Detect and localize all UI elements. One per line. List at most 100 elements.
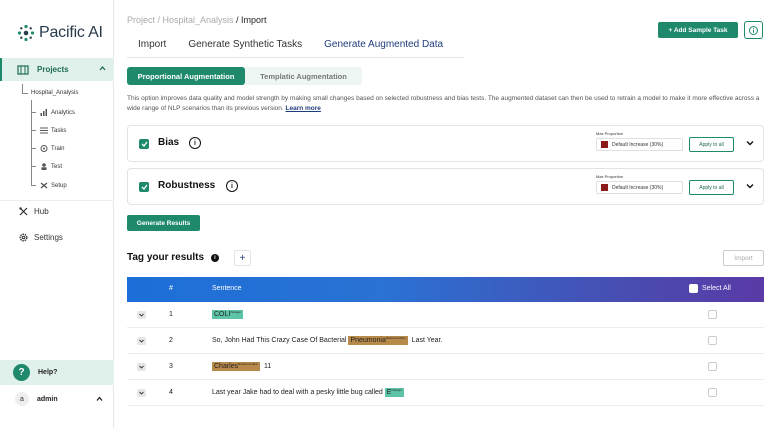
user-menu[interactable]: a admin <box>0 388 114 410</box>
learn-more-link[interactable]: Learn more <box>285 105 321 112</box>
tab-generate-synthetic-tasks[interactable]: Generate Synthetic Tasks <box>188 39 303 50</box>
plain-text: Last Year. <box>409 337 443 344</box>
project-name: Hospital_Analysis <box>31 90 79 96</box>
info-icon <box>749 25 758 35</box>
entity-label[interactable]: COLIPathogen <box>212 310 244 319</box>
tab-generate-augmented-data[interactable]: Generate Augmented Data <box>313 36 455 58</box>
add-button[interactable]: + <box>234 250 251 266</box>
chevron-up-icon[interactable] <box>99 65 106 72</box>
logo-text: Pacific AI <box>39 24 103 41</box>
entity-label[interactable]: EPathogen <box>384 388 405 397</box>
chevron-down-icon[interactable] <box>746 140 754 146</box>
info-icon[interactable]: i <box>211 254 219 262</box>
sidebar-item-setup[interactable]: Setup <box>40 182 67 189</box>
color-swatch <box>601 184 608 191</box>
info-button[interactable] <box>744 21 763 39</box>
table-row: 2 So, John Had This Crazy Case Of Bacteri… <box>127 328 764 354</box>
table-row: 3 CharlesMedical Condition 11 <box>127 354 764 380</box>
max-proportion-select[interactable]: Default Increase (30%) <box>596 138 683 151</box>
info-icon[interactable]: i <box>189 137 201 149</box>
row-checkbox[interactable] <box>708 310 717 319</box>
chevron-down-icon[interactable] <box>746 183 754 189</box>
tab-import[interactable]: Import <box>138 39 167 50</box>
entity-type: Medical Condition <box>238 363 258 366</box>
help-button[interactable]: ? Help? <box>0 360 114 385</box>
table-row: 1 COLIPathogen <box>127 302 764 328</box>
sidebar-item-project[interactable]: Hospital_Analysis <box>22 90 78 96</box>
expand-row-button[interactable] <box>137 337 146 345</box>
row-checkbox[interactable] <box>708 336 717 345</box>
sentence-text: So, John Had This Crazy Case Of Bacteria… <box>212 336 442 345</box>
generate-results-button[interactable]: Generate Results <box>127 215 200 231</box>
user-name: admin <box>37 395 58 403</box>
tree-connector <box>31 100 32 186</box>
help-label: Help? <box>38 369 58 376</box>
entity-text: E <box>386 389 392 396</box>
row-number: 2 <box>169 337 173 344</box>
tree-tick <box>31 166 36 167</box>
row-checkbox[interactable] <box>708 388 717 397</box>
select-all-label: Select All <box>702 285 731 292</box>
sidebar-item-settings[interactable]: Settings <box>19 233 63 242</box>
plain-text: Last year Jake had to deal with a pesky … <box>212 389 385 396</box>
add-sample-task-button[interactable]: + Add Sample Task <box>658 22 738 38</box>
entity-text: Pneumonia <box>350 337 386 344</box>
entity-type: Pathogen <box>391 389 403 392</box>
logo[interactable]: Pacific AI <box>17 24 103 42</box>
sentence-text: COLIPathogen <box>212 310 245 319</box>
entity-text: Charles <box>214 363 239 370</box>
projects-icon <box>17 64 29 75</box>
sidebar-item-projects[interactable]: Projects <box>0 58 114 81</box>
checkbox[interactable] <box>689 284 698 293</box>
entity-label[interactable]: PneumoniaMedical Condition <box>348 336 408 345</box>
selected-value: Default Increase (30%) <box>612 141 664 148</box>
sentence-text: Last year Jake had to deal with a pesky … <box>212 388 406 397</box>
entity-type: Medical Condition <box>385 337 406 340</box>
row-number: 1 <box>169 311 173 318</box>
sidebar-item-test[interactable]: Test <box>40 163 62 170</box>
templatic-augmentation-tab[interactable]: Templatic Augmentation <box>260 71 347 81</box>
expand-row-button[interactable] <box>137 363 146 371</box>
tab-bar: Import Generate Synthetic Tasks Generate… <box>127 36 455 58</box>
bias-checkbox[interactable] <box>139 139 149 149</box>
expand-row-button[interactable] <box>137 311 146 319</box>
sidebar-item-projects-label: Projects <box>37 65 69 74</box>
augmentation-description: This option improves data quality and mo… <box>127 94 767 114</box>
row-number: 3 <box>169 363 173 370</box>
robustness-checkbox[interactable] <box>139 182 149 192</box>
plain-text: 11 <box>262 363 272 370</box>
analytics-icon <box>40 109 47 116</box>
max-proportion-label: Max Proportion <box>596 131 624 136</box>
color-swatch <box>601 141 608 148</box>
max-proportion-select[interactable]: Default Increase (30%) <box>596 181 683 194</box>
chevron-down-icon <box>139 391 144 395</box>
sidebar-item-label: Tasks <box>51 127 67 134</box>
apply-to-all-button[interactable]: Apply to all <box>689 137 734 152</box>
expand-row-button[interactable] <box>137 389 146 397</box>
breadcrumb-path[interactable]: Project / Hospital_Analysis <box>127 15 234 25</box>
tree-tick <box>31 148 36 149</box>
row-number: 4 <box>169 389 173 396</box>
check-icon <box>141 141 148 147</box>
breadcrumb-current: / Import <box>233 15 267 25</box>
proportional-augmentation-tab[interactable]: Proportional Augmentation <box>127 67 245 85</box>
tree-tick <box>31 185 36 186</box>
results-table-header: # Sentence Select All <box>127 277 764 302</box>
info-icon[interactable]: i <box>226 180 238 192</box>
entity-type: Pathogen <box>230 311 242 314</box>
import-button[interactable]: Import <box>723 250 764 266</box>
sidebar-item-label: Test <box>51 163 63 170</box>
entity-label[interactable]: CharlesMedical Condition <box>212 362 260 371</box>
sidebar-item-hub[interactable]: Hub <box>19 207 49 216</box>
train-icon <box>40 145 48 152</box>
row-checkbox[interactable] <box>708 362 717 371</box>
sidebar-item-train[interactable]: Train <box>40 145 64 152</box>
sidebar-item-tasks[interactable]: Tasks <box>40 127 66 134</box>
apply-to-all-button[interactable]: Apply to all <box>689 180 734 195</box>
sidebar-item-analytics[interactable]: Analytics <box>40 109 75 116</box>
tree-tick <box>22 92 28 94</box>
test-icon <box>41 163 47 170</box>
chevron-down-icon <box>139 365 144 369</box>
max-proportion-label: Max Proportion <box>596 174 624 179</box>
select-all-checkbox[interactable]: Select All <box>689 284 731 293</box>
